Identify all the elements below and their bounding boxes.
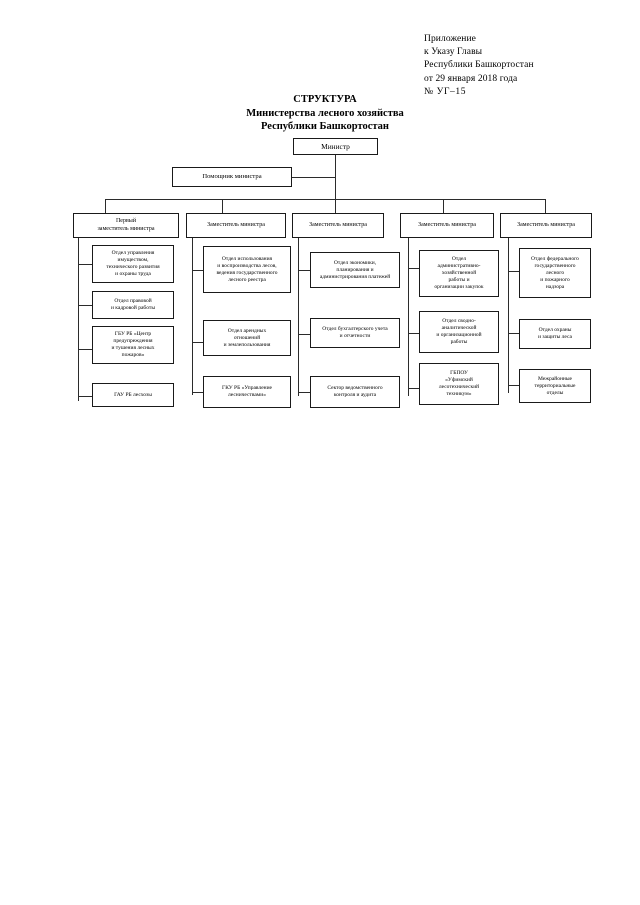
title-line-2: Министерства лесного хозяйства xyxy=(246,107,404,119)
node-col-5-unit-1[interactable]: Отдел федерального государственного лесн… xyxy=(519,248,591,298)
stub-col-5-unit-1 xyxy=(508,271,519,272)
node-col-5-unit-2[interactable]: Отдел охраны и защиты леса xyxy=(519,319,591,349)
node-col-1-unit-4[interactable]: ГАУ РБ лесхозы xyxy=(92,383,174,407)
connector-deputy-bus xyxy=(105,199,545,200)
stub-col-5-unit-3 xyxy=(508,385,519,386)
title-line-1: СТРУКТУРА xyxy=(293,94,357,105)
node-col-4-unit-3[interactable]: ГБПОУ «Уфимский лесотехнический техникум… xyxy=(419,363,499,405)
stub-col-2-unit-2 xyxy=(192,342,203,343)
node-col-5-unit-3[interactable]: Межрайонные территориальные отделы xyxy=(519,369,591,403)
appendix-header: Приложение к Указу Главы Республики Башк… xyxy=(424,33,634,99)
node-deputy-head-1[interactable]: Первый заместитель министра xyxy=(73,213,179,238)
stub-col-4-unit-2 xyxy=(408,333,419,334)
stub-col-1-unit-3 xyxy=(78,349,92,350)
page-title: СТРУКТУРА Министерства лесного хозяйства… xyxy=(160,93,490,134)
connector-riser-col-4 xyxy=(443,199,444,213)
stub-col-1-unit-4 xyxy=(78,396,92,397)
appendix-line-1: Приложение xyxy=(424,34,476,44)
node-col-2-unit-2[interactable]: Отдел арендных отношений и землепользова… xyxy=(203,320,291,356)
node-deputy-head-3[interactable]: Заместитель министра xyxy=(292,213,384,238)
stub-col-1-unit-1 xyxy=(78,264,92,265)
node-col-1-unit-1[interactable]: Отдел управления имуществом, техническог… xyxy=(92,245,174,283)
node-deputy-head-5[interactable]: Заместитель министра xyxy=(500,213,592,238)
stub-col-3-unit-3 xyxy=(298,392,310,393)
connector-riser-col-2 xyxy=(222,199,223,213)
decree-number: № УГ–15 xyxy=(424,86,467,97)
node-minister[interactable]: Министр xyxy=(293,138,378,155)
spine-col-5 xyxy=(508,238,509,393)
connector-staff-stub xyxy=(291,177,336,178)
stub-col-4-unit-3 xyxy=(408,388,419,389)
stub-col-1-unit-2 xyxy=(78,305,92,306)
node-col-1-unit-2[interactable]: Отдел правовой и кадровой работы xyxy=(92,291,174,319)
stub-col-3-unit-2 xyxy=(298,334,310,335)
connector-riser-col-5 xyxy=(545,199,546,213)
stub-col-2-unit-1 xyxy=(192,270,203,271)
spine-col-4 xyxy=(408,238,409,396)
appendix-line-3: Республики Башкортостан xyxy=(424,60,534,71)
spine-col-1 xyxy=(78,238,79,401)
node-col-3-unit-3[interactable]: Сектор ведомственного контроля и аудита xyxy=(310,376,400,408)
stub-col-4-unit-1 xyxy=(408,268,419,269)
node-col-4-unit-1[interactable]: Отдел административно- хозяйственной раб… xyxy=(419,250,499,297)
spine-col-3 xyxy=(298,238,299,396)
node-deputy-head-4[interactable]: Заместитель министра xyxy=(400,213,494,238)
node-col-2-unit-3[interactable]: ГКУ РБ «Управление лесничествами» xyxy=(203,376,291,408)
spine-col-2 xyxy=(192,238,193,395)
appendix-line-4: от 29 января 2018 года xyxy=(424,73,518,84)
connector-minister-down xyxy=(335,154,336,199)
node-deputy-head-2[interactable]: Заместитель министра xyxy=(186,213,286,238)
stub-col-3-unit-1 xyxy=(298,270,310,271)
stub-col-2-unit-3 xyxy=(192,392,203,393)
node-col-4-unit-2[interactable]: Отдел сводно- аналитической и организаци… xyxy=(419,311,499,353)
title-line-3: Республики Башкортостан xyxy=(261,121,389,132)
node-col-3-unit-2[interactable]: Отдел бухгалтерского учета и отчетности xyxy=(310,318,400,348)
node-minister-assistant[interactable]: Помощник министра xyxy=(172,167,292,187)
node-col-3-unit-1[interactable]: Отдел экономики, планирования и админист… xyxy=(310,252,400,288)
node-col-1-unit-3[interactable]: ГБУ РБ «Центр предупреждения и тушения л… xyxy=(92,326,174,364)
appendix-line-2: к Указу Главы xyxy=(424,47,483,58)
stub-col-5-unit-2 xyxy=(508,333,519,334)
connector-riser-col-3 xyxy=(335,199,336,213)
connector-riser-col-1 xyxy=(105,199,106,213)
node-col-2-unit-1[interactable]: Отдел использования и воспроизводства ле… xyxy=(203,246,291,293)
